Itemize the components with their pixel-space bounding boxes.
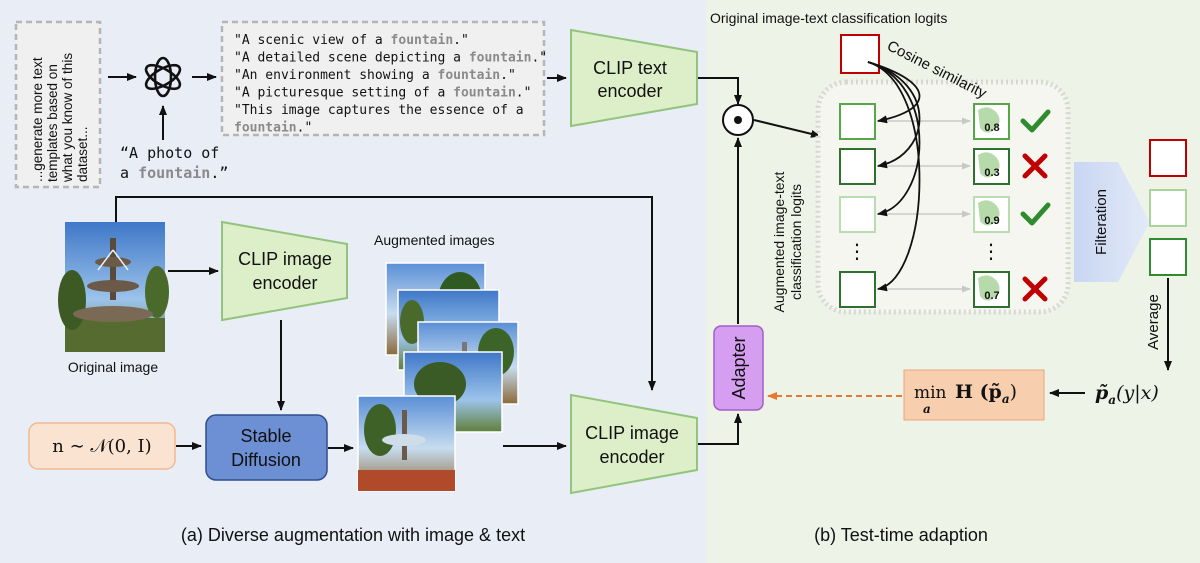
logit-row-3: 0.9: [839, 61, 1051, 233]
filteration-label: Filteration: [1093, 189, 1110, 255]
clip-text-encoder-label-1: CLIP text: [593, 58, 667, 78]
prompt-line-2: templates based on: [45, 64, 60, 182]
augmented-logit-square: [839, 196, 876, 233]
original-image-label: Original image: [68, 359, 158, 375]
filteration-arrow: [1074, 162, 1150, 282]
cross-icon: [1022, 276, 1048, 302]
cosine-arrow: [867, 61, 921, 292]
objective-min: min: [914, 383, 947, 403]
templates-box: [220, 20, 546, 137]
stable-diffusion-label-1: Stable: [240, 426, 291, 446]
arrow-dot-to-logits: [753, 119, 821, 138]
prompt-line-3: what you know of this: [60, 53, 75, 183]
stable-diffusion-label-2: Diffusion: [231, 450, 301, 470]
noise-label: n ∼ 𝒩(0, I): [52, 436, 151, 457]
adapter-label: Adapter: [729, 336, 749, 399]
entropy-objective-box: [903, 369, 1045, 421]
clip-image-encoder-bottom-label-1: CLIP image: [585, 423, 679, 443]
clip-image-encoder-bottom-label-2: encoder: [599, 447, 664, 467]
augmented-image-5: [357, 395, 456, 492]
objective-min-subscript: a: [923, 402, 931, 416]
logit-rows: 0.8 0.3 0.9 0.7 ⋮ ⋮: [839, 61, 1051, 308]
filtered-logit-light-green: [1149, 189, 1187, 227]
noise-input-box: [28, 422, 176, 470]
panel-b-caption: (b) Test-time adaption: [814, 525, 988, 545]
similarity-blob-icon: [978, 107, 1000, 133]
clip-image-encoder-top-label-2: encoder: [252, 273, 317, 293]
output-distribution: p̃a(y|x): [1095, 382, 1159, 407]
arrow-image-encoder-to-adapter: [698, 413, 742, 445]
template-line-4: "A picturesque setting of a fountain.": [234, 86, 531, 101]
cross-icon: [1022, 153, 1048, 179]
similarity-blob-icon: [978, 275, 1000, 301]
filtered-logit-red: [1149, 139, 1187, 177]
objective-body: H (p̃a): [955, 381, 1017, 406]
augmented-logit-square: [839, 271, 876, 308]
arrow-original-to-bottom-encoder: [115, 196, 656, 391]
photo-prompt-line-2: a fountain.”: [120, 164, 228, 182]
stable-diffusion-box: [205, 414, 328, 481]
templates-list: "A scenic view of a fountain." "A detaile…: [234, 33, 547, 136]
average-label: Average: [1145, 294, 1162, 350]
check-icon: [1020, 202, 1051, 226]
adapter-box: [713, 325, 764, 411]
original-logits-title: Original image-text classification logit…: [710, 10, 947, 26]
original-image: [58, 222, 169, 352]
clip-image-encoder-top: [221, 220, 348, 322]
template-line-6: fountain.": [234, 121, 312, 136]
augmented-logits-label-1: Augmented image-text: [771, 171, 787, 312]
cosine-arrow: [867, 61, 921, 124]
similarity-score: 0.7: [984, 290, 999, 302]
original-logit-square: [840, 34, 880, 74]
logit-row-2: 0.3: [839, 61, 1048, 185]
clip-text-encoder-label-2: encoder: [597, 81, 662, 101]
generation-prompt-box: [14, 20, 102, 189]
similarity-score: 0.8: [984, 122, 999, 134]
template-line-3: "An environment showing a fountain.": [234, 68, 516, 83]
template-line-2: "A detailed scene depicting a fountain.": [234, 51, 547, 66]
cosine-arrow: [867, 61, 921, 217]
prompt-line-4: dataset...: [75, 126, 90, 182]
similarity-score: 0.9: [984, 215, 999, 227]
augmented-logits-label-2: classification logits: [788, 184, 804, 300]
logit-row-4: 0.7: [839, 61, 1048, 308]
clip-image-encoder-bottom: [570, 393, 698, 495]
arrow-text-encoder-to-dot: [698, 77, 742, 105]
template-line-5: "This image captures the essence of a: [234, 103, 524, 118]
augmented-logit-square: [839, 103, 876, 140]
ellipsis-1: ⋮: [847, 241, 867, 263]
dot-product-icon: [734, 116, 742, 124]
check-icon: [1020, 109, 1051, 133]
generation-prompt-text: ...generate more text templates based on…: [30, 53, 90, 183]
clip-image-encoder-top-label-1: CLIP image: [238, 249, 332, 269]
filtered-logit-green: [1149, 238, 1187, 276]
similarity-blob-icon: [978, 200, 1000, 226]
template-line-1: "A scenic view of a fountain.": [234, 33, 469, 48]
llm-logo-icon: [144, 56, 182, 98]
clip-text-encoder: [570, 28, 698, 128]
ellipsis-2: ⋮: [981, 241, 1001, 263]
augmented-logit-square: [839, 148, 876, 185]
logit-row-1: 0.8: [839, 61, 1051, 140]
augmented-images-label: Augmented images: [374, 232, 495, 248]
photo-prompt-line-1: “A photo of: [120, 144, 219, 162]
cosine-arrow: [867, 61, 921, 169]
similarity-blob-icon: [978, 152, 1000, 178]
augmented-images-stack: [357, 262, 519, 492]
panel-a-caption: (a) Diverse augmentation with image & te…: [181, 525, 525, 545]
prompt-line-1: ...generate more text: [30, 57, 45, 182]
similarity-score: 0.3: [984, 167, 999, 179]
